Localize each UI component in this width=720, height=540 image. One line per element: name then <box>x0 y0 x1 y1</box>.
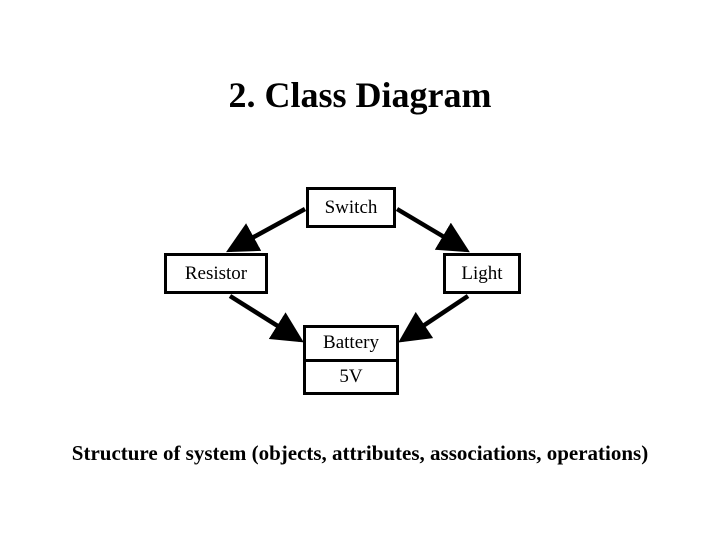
class-box-battery[interactable]: Battery 5V <box>303 325 399 395</box>
association-switch-resistor <box>226 207 307 253</box>
class-box-light[interactable]: Light <box>443 253 521 294</box>
association-switch-light <box>395 207 470 253</box>
class-name-resistor: Resistor <box>184 262 248 284</box>
class-box-resistor[interactable]: Resistor <box>164 253 268 294</box>
association-light-battery <box>398 294 470 343</box>
slide-caption: Structure of system (objects, attributes… <box>71 441 649 465</box>
class-name-switch: Switch <box>324 196 378 218</box>
class-attribute-battery-voltage: 5V <box>306 358 396 393</box>
class-name-light: Light <box>461 262 503 284</box>
association-resistor-battery <box>228 294 304 343</box>
page-title: 2. Class Diagram <box>228 75 492 115</box>
class-box-switch[interactable]: Switch <box>306 187 396 228</box>
class-name-battery: Battery <box>323 332 379 354</box>
